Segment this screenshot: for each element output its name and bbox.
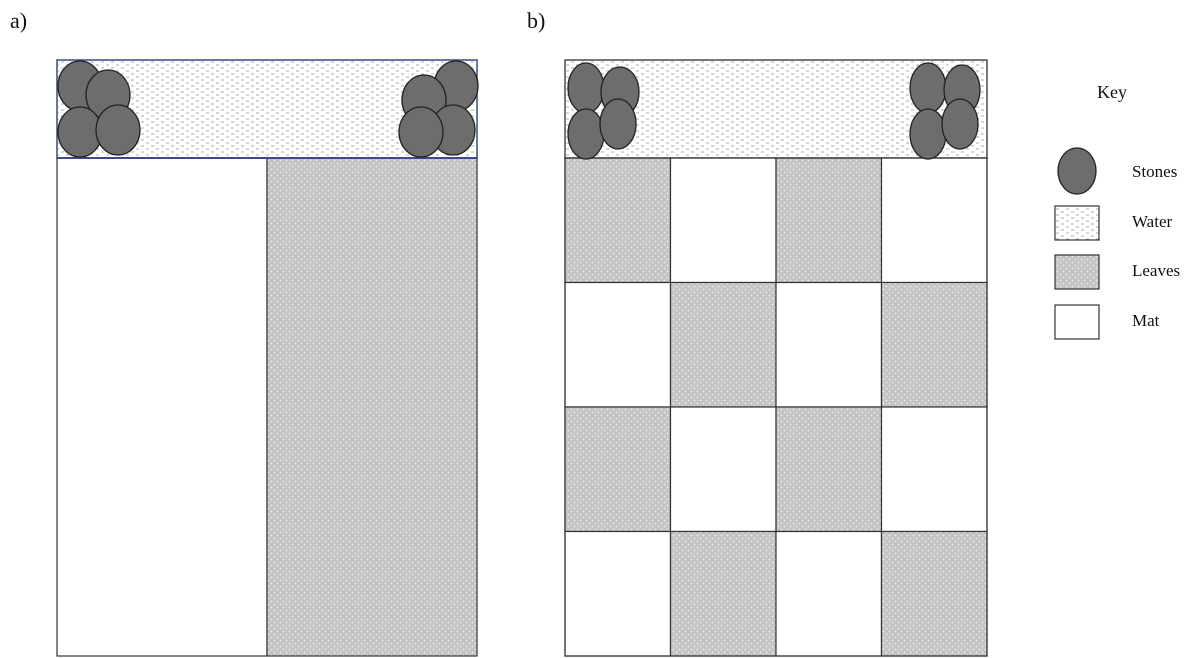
stone (942, 99, 978, 149)
key-stones-swatch (1058, 148, 1096, 194)
stone (58, 107, 102, 157)
panel-a-mat (57, 158, 267, 656)
stone (399, 107, 443, 157)
mat-cell (565, 283, 671, 408)
stone (96, 105, 140, 155)
key-symbols (1055, 148, 1099, 339)
mat-cell (671, 407, 777, 532)
mat-cell (882, 158, 988, 283)
leaves-cell (565, 158, 671, 283)
stone (910, 109, 946, 159)
leaves-cell (671, 283, 777, 408)
mat-cell (565, 532, 671, 657)
key-mat-swatch (1055, 305, 1099, 339)
panel-a-leaves (267, 158, 477, 656)
leaves-cell (882, 283, 988, 408)
stone (910, 63, 946, 113)
key-label-stones: Stones (1132, 162, 1177, 182)
leaves-cell (776, 158, 882, 283)
key-label-water: Water (1132, 212, 1172, 232)
key-label-mat: Mat (1132, 311, 1159, 331)
mat-cell (671, 158, 777, 283)
stone (568, 63, 604, 113)
stone (600, 99, 636, 149)
key-label-leaves: Leaves (1132, 261, 1180, 281)
panel-b-checkerboard (565, 158, 987, 656)
key-leaves-swatch (1055, 255, 1099, 289)
panel-a (57, 60, 478, 656)
key-title: Key (1097, 82, 1127, 103)
panel-b-stones-right (910, 63, 980, 159)
leaves-cell (671, 532, 777, 657)
mat-cell (776, 532, 882, 657)
leaves-cell (776, 407, 882, 532)
leaves-cell (882, 532, 988, 657)
mat-cell (882, 407, 988, 532)
leaves-cell (565, 407, 671, 532)
key-water-swatch (1055, 206, 1099, 240)
panel-b (565, 60, 987, 656)
mat-cell (776, 283, 882, 408)
stone (568, 109, 604, 159)
